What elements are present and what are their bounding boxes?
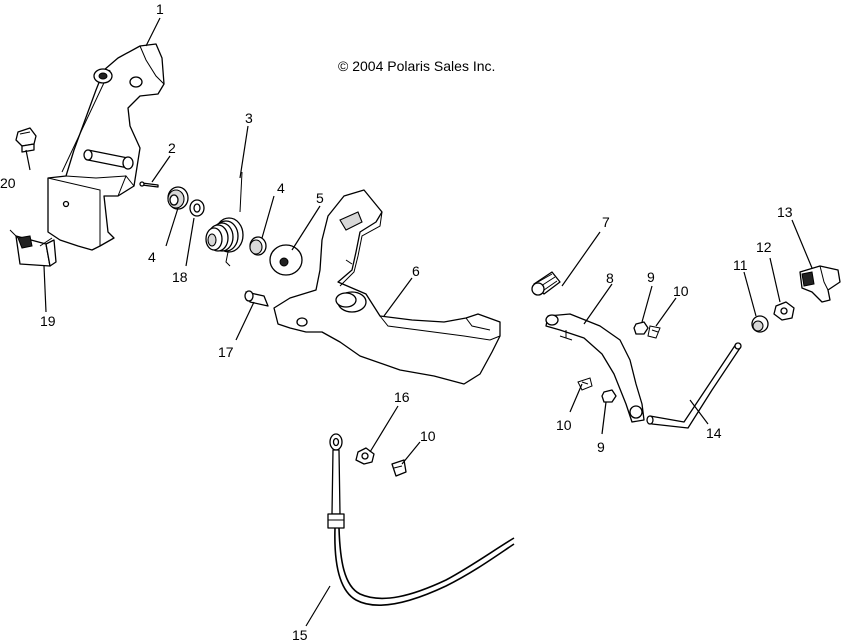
callout-labels: 1 2 3 4 4 5 6 7 8 9 9 10 10 10 11 12 13 …: [0, 1, 793, 642]
part-8-brake-arm: [545, 313, 645, 423]
part-7-spring: [531, 271, 561, 296]
part-2-pin: [139, 181, 159, 188]
part-9-nut-upper: [633, 321, 649, 335]
part-16-nut: [355, 447, 375, 465]
part-17-pivot-pin: [244, 290, 269, 307]
part-18-washer: [189, 199, 205, 217]
callout-6: 6: [412, 263, 420, 279]
callout-8: 8: [606, 270, 614, 286]
part-15-cable: [327, 433, 515, 607]
callout-16: 16: [394, 389, 410, 405]
callout-17: 17: [218, 344, 234, 360]
part-4-bushing-right: [249, 236, 267, 256]
callout-4-right: 4: [277, 180, 285, 196]
part-4-bushing-left: [167, 186, 189, 210]
part-11-bushing: [751, 315, 769, 333]
part-3-spring: [205, 171, 244, 267]
part-6-brake-pedal: [273, 189, 501, 385]
callout-11: 11: [733, 257, 748, 273]
part-12-nut: [773, 301, 795, 321]
callout-10-upper: 10: [673, 283, 689, 299]
callout-15: 15: [292, 627, 308, 642]
callout-9-upper: 9: [647, 269, 655, 285]
part-14-rod: [646, 342, 742, 429]
callout-10-cable: 10: [420, 428, 436, 444]
callout-3: 3: [245, 110, 253, 126]
callout-12: 12: [756, 239, 772, 255]
callout-18: 18: [172, 269, 188, 285]
callout-10-lower: 10: [556, 417, 572, 433]
part-13-clevis: [799, 265, 841, 303]
leader-lines: [25, 17, 813, 627]
part-1-bracket: [47, 43, 165, 251]
part-20-bolt: [15, 127, 37, 153]
callout-20: 20: [0, 175, 16, 191]
callout-2: 2: [168, 140, 176, 156]
callout-14: 14: [706, 425, 722, 441]
callout-4-left: 4: [148, 249, 156, 265]
copyright-notice: © 2004 Polaris Sales Inc.: [338, 58, 495, 74]
part-5-washer: [269, 244, 303, 276]
callout-5: 5: [316, 190, 324, 206]
callout-19: 19: [40, 313, 56, 329]
part-10-clip-upper: [647, 325, 661, 339]
callout-7: 7: [602, 214, 610, 230]
callout-1: 1: [156, 1, 164, 17]
callout-13: 13: [777, 204, 793, 220]
part-19-switch: [9, 229, 57, 267]
part-9-nut-lower: [601, 389, 617, 403]
callout-9-lower: 9: [597, 439, 605, 455]
